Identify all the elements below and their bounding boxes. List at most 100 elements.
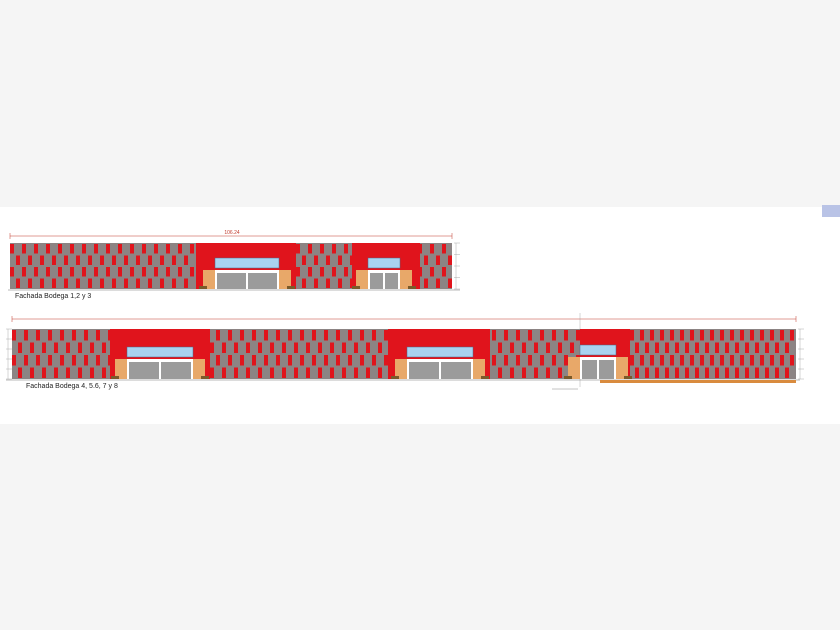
red-panel-stripe (695, 342, 699, 353)
red-panel-stripe (360, 330, 364, 341)
red-panel-stripe (790, 330, 794, 341)
red-panel-stripe (540, 355, 544, 366)
red-panel-stripe (320, 244, 324, 254)
red-panel-stripe (384, 330, 388, 341)
dock-door (129, 362, 159, 379)
red-panel-stripe (546, 367, 550, 378)
red-panel-stripe (735, 342, 739, 353)
red-panel-stripe (710, 355, 714, 366)
red-panel-stripe (282, 342, 286, 353)
red-panel-stripe (282, 367, 286, 378)
red-panel-stripe (66, 367, 70, 378)
red-panel-stripe (725, 342, 729, 353)
red-panel-stripe (88, 255, 92, 265)
red-panel-stripe (172, 278, 176, 288)
red-panel-stripe (344, 244, 348, 254)
red-panel-stripe (318, 367, 322, 378)
red-panel-stripe (424, 278, 428, 288)
red-panel-stripe (16, 278, 20, 288)
loading-pier-right (279, 270, 291, 289)
bollard (564, 376, 572, 379)
red-panel-stripe (294, 342, 298, 353)
red-panel-stripe (705, 342, 709, 353)
red-panel-stripe (34, 244, 38, 254)
red-panel-stripe (24, 355, 28, 366)
red-panel-stripe (378, 342, 382, 353)
red-panel-stripe (234, 367, 238, 378)
red-panel-stripe (750, 355, 754, 366)
red-panel-stripe (540, 330, 544, 341)
facade-b-caption: Fachada Bodega 4, 5.6, 7 y 8 (26, 383, 118, 390)
red-panel-stripe (66, 342, 70, 353)
red-panel-stripe (740, 330, 744, 341)
red-panel-stripe (635, 342, 639, 353)
red-panel-stripe (48, 355, 52, 366)
red-panel-stripe (96, 355, 100, 366)
red-panel-stripe (16, 255, 20, 265)
red-panel-stripe (40, 278, 44, 288)
red-panel-stripe (46, 267, 50, 277)
dock-door (599, 360, 614, 379)
red-panel-stripe (522, 342, 526, 353)
red-panel-stripe (430, 244, 434, 254)
red-panel-stripe (30, 342, 34, 353)
red-panel-stripe (775, 367, 779, 378)
red-panel-stripe (710, 330, 714, 341)
red-panel-stripe (252, 355, 256, 366)
red-panel-stripe (330, 367, 334, 378)
red-panel-stripe (640, 330, 644, 341)
red-panel-stripe (300, 330, 304, 341)
red-panel-stripe (22, 244, 26, 254)
red-panel-stripe (675, 367, 679, 378)
red-panel-stripe (70, 267, 74, 277)
footing-strip (600, 380, 796, 383)
red-panel-stripe (18, 367, 22, 378)
red-panel-stripe (384, 355, 388, 366)
red-panel-stripe (735, 367, 739, 378)
red-panel-stripe (160, 255, 164, 265)
red-panel-stripe (296, 244, 300, 254)
red-panel-stripe (54, 367, 58, 378)
red-panel-stripe (760, 355, 764, 366)
page-corner-icon[interactable] (822, 205, 840, 217)
red-panel-stripe (288, 330, 292, 341)
red-panel-stripe (222, 367, 226, 378)
red-panel-stripe (288, 355, 292, 366)
red-panel-stripe (680, 355, 684, 366)
red-panel-stripe (302, 278, 306, 288)
red-panel-stripe (142, 267, 146, 277)
red-panel-stripe (740, 355, 744, 366)
red-panel-stripe (82, 267, 86, 277)
red-panel-stripe (172, 255, 176, 265)
red-panel-stripe (498, 367, 502, 378)
red-panel-stripe (558, 367, 562, 378)
red-panel-stripe (522, 367, 526, 378)
red-panel-stripe (510, 367, 514, 378)
red-panel-stripe (64, 278, 68, 288)
red-panel-stripe (270, 367, 274, 378)
red-panel-stripe (552, 355, 556, 366)
red-panel-stripe (630, 355, 634, 366)
red-panel-stripe (276, 355, 280, 366)
red-panel-stripe (136, 278, 140, 288)
red-panel-stripe (42, 367, 46, 378)
loading-pier-left (395, 359, 407, 379)
red-panel-stripe (534, 342, 538, 353)
red-panel-stripe (306, 342, 310, 353)
red-panel-stripe (34, 267, 38, 277)
dock-door (441, 362, 471, 379)
red-panel-stripe (70, 244, 74, 254)
red-panel-stripe (42, 342, 46, 353)
red-panel-stripe (498, 342, 502, 353)
clerestory-window (126, 346, 194, 358)
red-panel-stripe (442, 267, 446, 277)
red-panel-stripe (326, 278, 330, 288)
red-panel-stripe (124, 255, 128, 265)
red-panel-stripe (12, 355, 16, 366)
red-panel-stripe (354, 342, 358, 353)
red-panel-stripe (650, 355, 654, 366)
dock-door (582, 360, 597, 379)
bollard (352, 286, 360, 289)
red-panel-stripe (765, 367, 769, 378)
red-panel-stripe (660, 355, 664, 366)
